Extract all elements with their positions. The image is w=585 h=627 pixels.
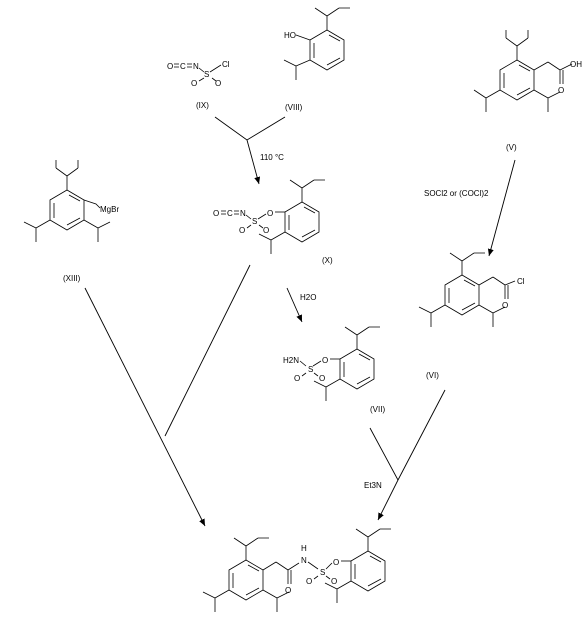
atom-o: O [215,79,221,88]
condition-base: Et3N [364,481,382,490]
atom-h2n: H2N [283,356,299,365]
atom-s: S [308,365,313,374]
compound-vii: H2N S O O O (VII) [283,326,385,414]
atom-o: O [267,209,273,218]
compound-vi: O Cl (VI) [418,252,525,380]
atom-o: O [322,356,328,365]
atom-c: C [227,209,233,218]
atom-o: O [502,301,508,310]
atom-o: O [306,577,312,586]
atom-o: O [263,226,269,235]
atom-oh: OH [570,60,582,69]
condition-hydrolysis: H2O [300,293,316,302]
atom-n: N [301,556,307,565]
atom-s: S [320,568,325,577]
compound-viii: HO (VIII) [283,7,350,112]
arrow-v-to-vi [487,159,516,257]
line-vi-to-junction [397,389,446,481]
atom-h: H [301,544,307,553]
atom-ho: HO [284,31,296,40]
atom-o: O [239,226,245,235]
atom-o: O [319,374,325,383]
convergence-line [214,116,286,141]
atom-c: C [180,62,186,71]
compound-v: O OH (V) [473,30,582,152]
arrow-to-x [246,139,261,185]
atom-o: O [558,86,564,95]
compound-x: O C N S O O O (X) [213,179,333,265]
reaction-conditions: 110 °C SOCl2 or (COCl)2 H2O Et3N [260,153,489,490]
atom-mgbr: MgBr [100,205,119,214]
compound-xiii: MgBr (XIII) [23,160,119,283]
atom-s: S [252,217,257,226]
condition-temp: 110 °C [260,153,284,162]
atom-o: O [333,558,339,567]
label-viii: (VIII) [285,103,303,112]
label-v: (V) [506,143,517,152]
label-x: (X) [322,256,333,265]
arrow-xiii-to-product [84,287,206,527]
atom-o: O [213,209,219,218]
atom-cl: Cl [517,277,525,286]
compound-ix: O C N S Cl O O (IX) [167,60,230,110]
atom-n: N [240,209,246,218]
condition-chlorination: SOCl2 or (COCl)2 [424,189,489,198]
atom-s: S [204,70,209,79]
label-vii: (VII) [370,405,385,414]
label-xiii: (XIII) [63,274,81,283]
line-x-to-junction [164,264,251,437]
arrow-to-product [369,427,399,521]
atom-o: O [294,374,300,383]
atom-o: O [285,586,291,595]
reaction-arrows [84,116,516,527]
atom-cl: Cl [222,60,230,69]
atom-o: O [167,62,173,71]
atom-n: N [193,62,199,71]
atom-o: O [191,79,197,88]
arrow-x-to-vii [286,287,303,323]
compound-product: H N O S O O O [202,528,391,612]
atom-o: O [331,577,337,586]
label-vi: (VI) [426,371,439,380]
label-ix: (IX) [196,101,209,110]
